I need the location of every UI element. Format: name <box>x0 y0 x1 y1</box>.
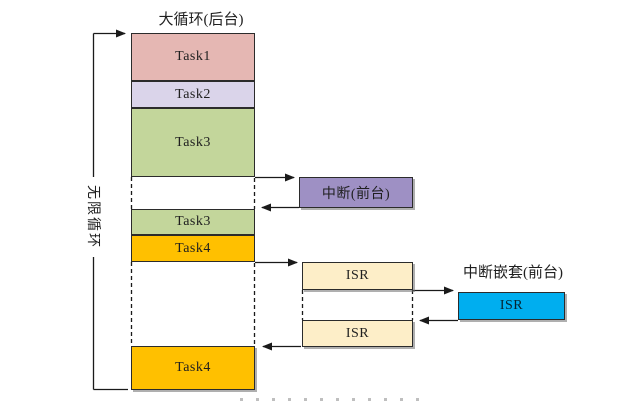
task4-block-first: Task4 <box>131 235 255 262</box>
nested-interrupt-title: 中断嵌套(前台) <box>463 265 563 281</box>
task3-block-resumed: Task3 <box>131 209 255 235</box>
task2-block: Task2 <box>131 81 255 108</box>
background-loop-title: 大循环(后台) <box>158 12 244 28</box>
task4-block-resumed: Task4 <box>131 346 255 390</box>
nested-isr-block: ISR <box>458 292 565 320</box>
interrupt-block: 中断(前台) <box>299 177 413 208</box>
isr-block-second: ISR <box>302 320 413 347</box>
task1-block: Task1 <box>131 33 255 81</box>
cropped-caption-marks <box>240 398 426 401</box>
isr-block-first: ISR <box>302 262 413 290</box>
infinite-loop-label: 无限循环 <box>84 177 104 257</box>
task3-block-first: Task3 <box>131 108 255 177</box>
